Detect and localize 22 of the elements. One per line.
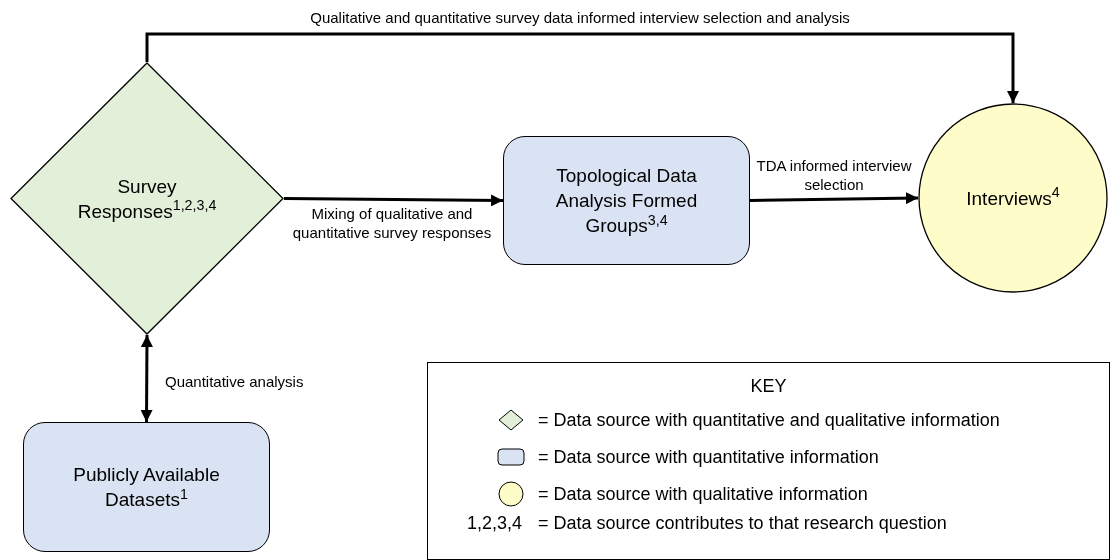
legend-text: = Data source with quantitative and qualitative information — [538, 408, 1000, 432]
data-source-box — [503, 136, 750, 265]
edge-label: TDA informed interview selection — [755, 156, 913, 194]
arrow — [749, 192, 919, 205]
legend-text: = Data source contributes to that research question — [538, 511, 947, 535]
legend-text: = Data source with quantitative information — [538, 445, 879, 469]
edge-label: Quantitative analysis — [165, 372, 305, 391]
legend-sample: 1,2,3,4 — [466, 511, 522, 535]
data-source-circle — [918, 103, 1108, 293]
node-label: Topological Data Analysis Formed Groups$^{3,4}$ — [554, 164, 699, 238]
node-label: Interviews$^{4}$ — [965, 185, 1061, 211]
node-label: Survey Responses$^{1,2,3,4}$ — [76, 174, 218, 224]
data-source-box — [23, 422, 270, 552]
arrow — [140, 335, 153, 422]
edge-label: Qualitative and quantitative survey data informed interview selection and analysis — [309, 8, 851, 27]
key-heading: KEY — [750, 376, 787, 396]
arrow — [284, 194, 503, 207]
edge-label: Mixing of qualitative and quantitative survey responses — [291, 204, 493, 242]
legend-text: = Data source with qualitative information — [538, 482, 868, 506]
node-label: Publicly Available Datasets$^{1}$ — [72, 463, 221, 512]
data-source-diamond — [10, 62, 284, 335]
arrow — [145, 32, 1019, 103]
